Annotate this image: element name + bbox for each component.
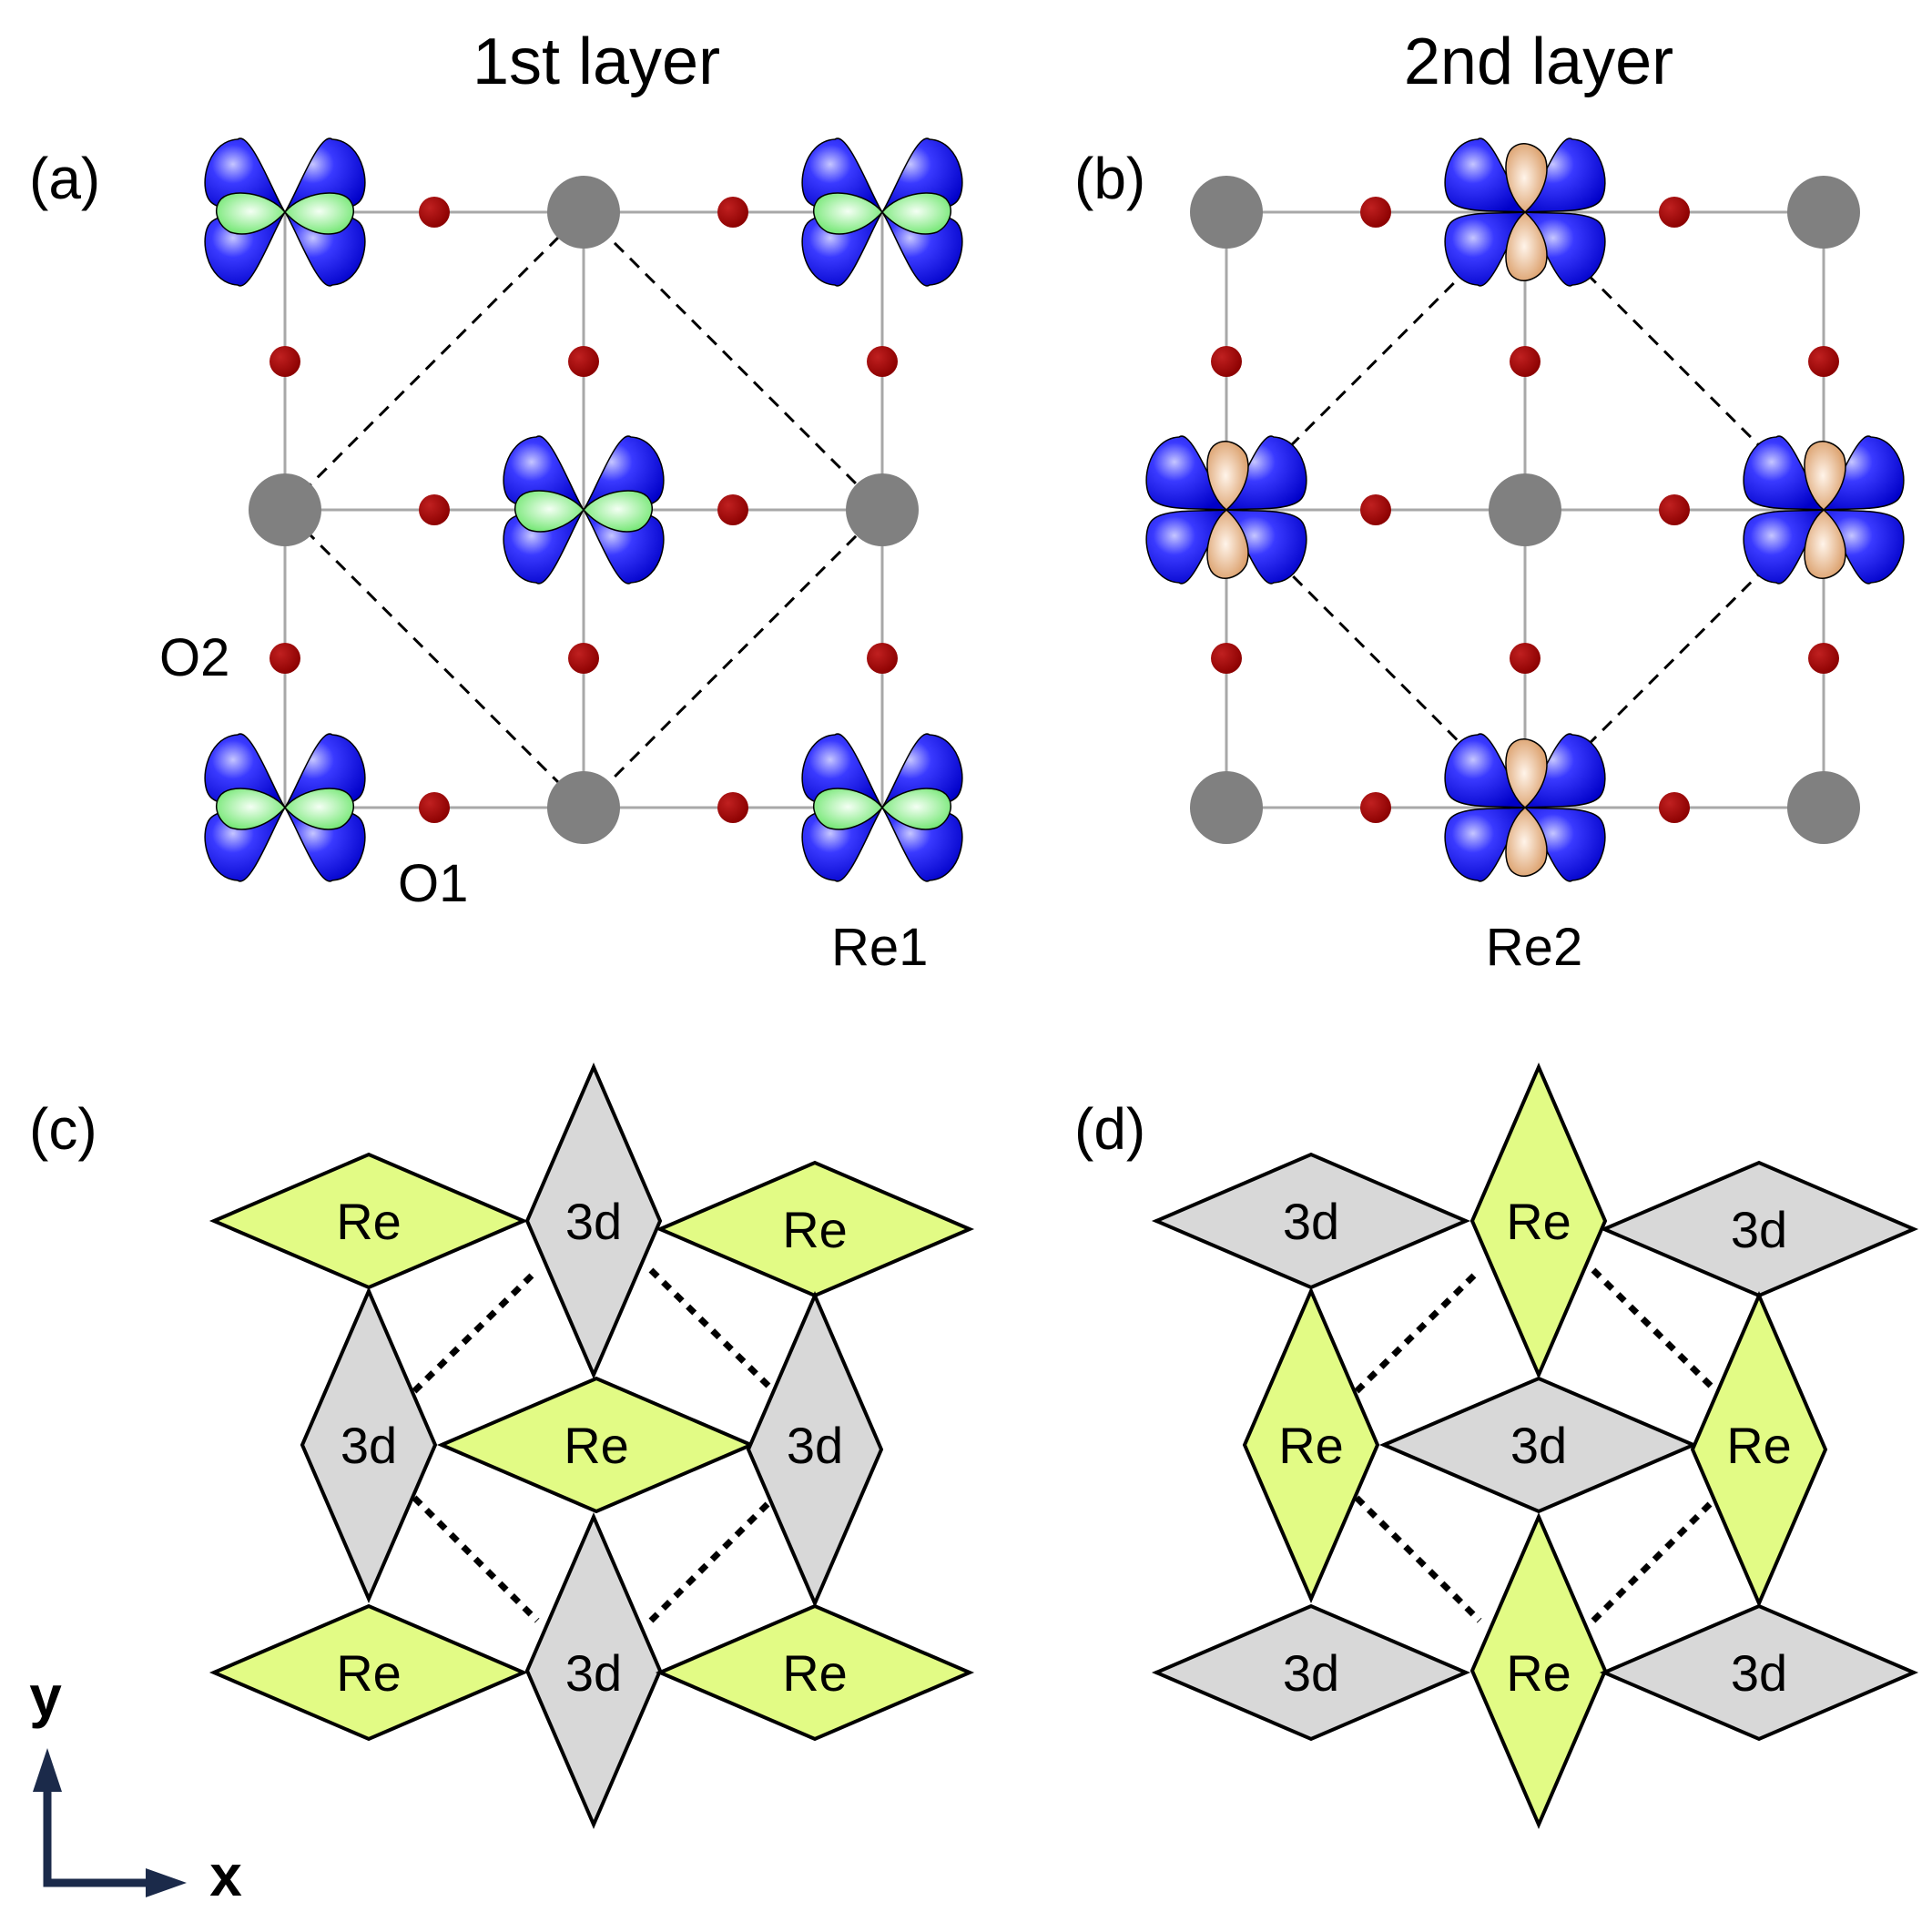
octahedron-re — [655, 1603, 975, 1742]
panel-a-metal-sites — [249, 176, 919, 844]
poly-label: Re — [336, 1193, 402, 1250]
poly-label: 3d — [787, 1417, 843, 1474]
panel-c-dashed-links — [412, 1267, 777, 1623]
poly-label: Re — [1506, 1644, 1571, 1702]
octahedron-re — [1690, 1290, 1828, 1609]
poly-label: 3d — [1283, 1193, 1339, 1250]
axis-arrows — [43, 1760, 164, 1887]
octahedron-3d — [524, 1062, 663, 1380]
panel-d-octahedra — [1151, 1062, 1919, 1830]
label-re2: Re2 — [1486, 918, 1582, 977]
octahedron-re — [1469, 1511, 1608, 1830]
poly-label: Re — [1278, 1417, 1344, 1474]
poly-label: Re — [564, 1417, 629, 1474]
octahedron-3d — [300, 1286, 438, 1604]
panel-d-dashed-links — [1354, 1267, 1719, 1623]
poly-label: Re — [336, 1644, 402, 1702]
panel-b-oxygen-sites — [1211, 197, 1839, 823]
octahedron-re — [1242, 1286, 1380, 1604]
octahedron-3d — [746, 1290, 884, 1609]
title-1st-layer: 1st layer — [473, 25, 720, 98]
poly-label: 3d — [1510, 1417, 1567, 1474]
octahedron-re — [1469, 1062, 1608, 1380]
octahedron-3d — [524, 1511, 663, 1830]
panel-b-dashed-cell — [1224, 209, 1826, 810]
label-o2: O2 — [159, 628, 229, 687]
axis-label-x: x — [209, 1843, 242, 1908]
label-re1: Re1 — [831, 918, 928, 977]
octahedron-3d — [1599, 1603, 1919, 1742]
poly-label: Re — [782, 1644, 848, 1702]
panel-a-oxygen-sites — [269, 197, 898, 823]
x-arrow-head — [146, 1868, 187, 1897]
panel-a-dashed-cell — [282, 209, 885, 810]
axis-label-y: y — [29, 1663, 62, 1729]
octahedron-3d — [1151, 1603, 1471, 1742]
panel-label-d: (d) — [1074, 1096, 1145, 1162]
octahedron-re — [208, 1152, 529, 1290]
panel-d-labels: 3d Re 3d Re 3d Re 3d Re 3d — [1278, 1193, 1792, 1702]
octahedron-3d — [1151, 1152, 1471, 1290]
title-2nd-layer: 2nd layer — [1404, 25, 1673, 98]
panel-c-labels: Re 3d Re 3d Re 3d Re 3d Re — [336, 1193, 848, 1702]
poly-label: Re — [1726, 1417, 1792, 1474]
panel-b-metal-sites — [1190, 176, 1860, 844]
poly-label: 3d — [1731, 1201, 1787, 1258]
panel-label-c: (c) — [29, 1096, 97, 1162]
poly-label: 3d — [565, 1644, 622, 1702]
panel-label-a: (a) — [29, 146, 100, 211]
panel-c-octahedra — [208, 1062, 975, 1830]
poly-label: 3d — [341, 1417, 397, 1474]
y-arrow-head — [33, 1748, 62, 1792]
poly-label: Re — [1506, 1193, 1571, 1250]
poly-label: Re — [782, 1201, 848, 1258]
octahedron-re — [655, 1160, 975, 1298]
axes-indicator: y x — [29, 1663, 242, 1908]
label-o1: O1 — [398, 854, 468, 913]
octahedron-3d — [1599, 1160, 1919, 1298]
octahedron-re — [208, 1603, 529, 1742]
poly-label: 3d — [1731, 1644, 1787, 1702]
poly-label: 3d — [565, 1193, 622, 1250]
poly-label: 3d — [1283, 1644, 1339, 1702]
panel-label-b: (b) — [1074, 146, 1145, 211]
